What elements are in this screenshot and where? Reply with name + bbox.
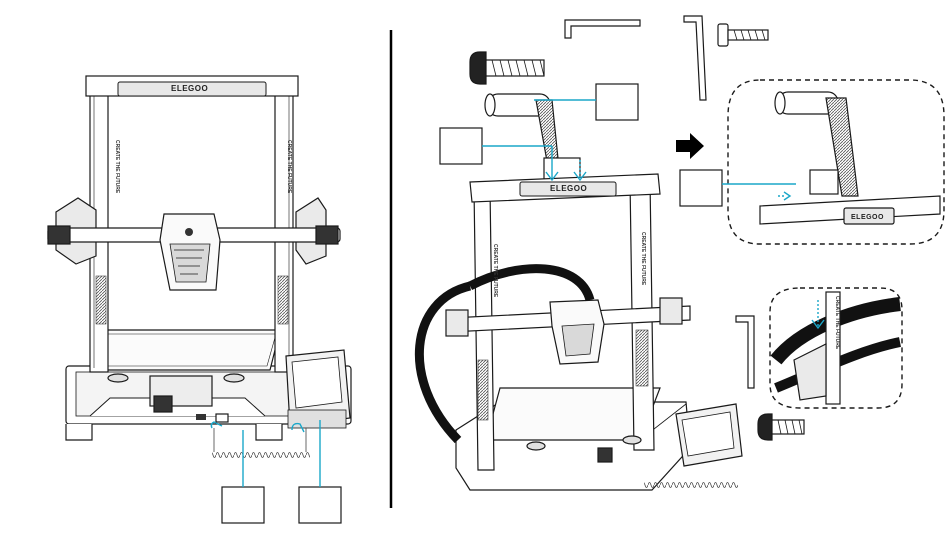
allen-key-small-icon (736, 316, 754, 388)
callout-box-detail-top (680, 170, 722, 206)
ptfe-tube (419, 286, 470, 440)
side-text-right-b: CREATE THE FUTURE (640, 232, 646, 285)
side-text-detail: CREATE THE FUTURE (834, 296, 840, 349)
screw-icon (470, 52, 544, 84)
callout-box-left-a (222, 487, 264, 523)
allen-key-tall-icon (684, 16, 706, 100)
brand-logo-right: ELEGOO (550, 184, 587, 193)
allen-key-large-icon (565, 20, 640, 38)
spool-holder-icon (485, 94, 580, 182)
right-cable (644, 478, 738, 488)
print-bed (92, 330, 280, 370)
left-printer (48, 76, 351, 440)
brand-logo-detail: ELEGOO (851, 214, 884, 221)
arrow-right-icon (676, 133, 704, 159)
brand-logo-left: ELEGOO (171, 84, 208, 93)
thumbscrew-icon (718, 24, 768, 46)
callout-box-gantry-right (596, 84, 638, 120)
side-text-right-a: CREATE THE FUTURE (492, 244, 498, 297)
callout-box-left-b (299, 487, 341, 523)
detail-spool-mount (680, 80, 944, 244)
callout-box-gantry-left (440, 128, 482, 164)
right-printer (446, 174, 742, 490)
screw-small-icon (758, 414, 804, 440)
right-upright (275, 82, 293, 372)
side-text-left-a: CREATE THE FUTURE (114, 140, 120, 193)
side-text-left-b: CREATE THE FUTURE (286, 140, 292, 193)
left-cable (212, 448, 310, 460)
